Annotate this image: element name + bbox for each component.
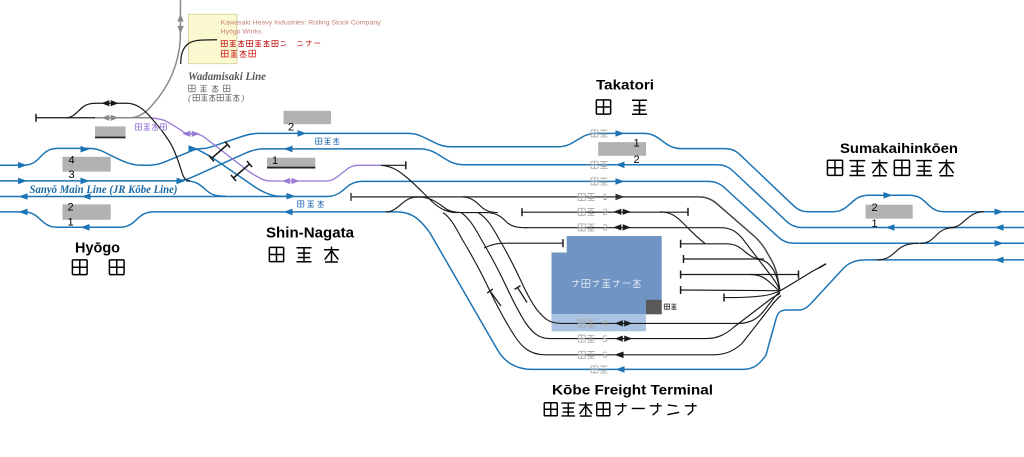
svg-text:(: ( [188,93,192,103]
svg-text:1: 1 [633,138,639,150]
svg-text:Hyōgo Works: Hyōgo Works [221,28,263,35]
svg-text:4: 4 [68,155,74,167]
svg-text:2: 2 [871,202,877,214]
svg-text:3: 3 [603,223,608,233]
svg-text:3: 3 [68,169,74,181]
svg-text:Takatori: Takatori [596,78,654,93]
svg-text:Shin-Nagata: Shin-Nagata [266,226,355,242]
svg-text:1: 1 [603,192,608,202]
svg-text:4: 4 [603,319,608,329]
svg-text:2: 2 [288,122,294,134]
svg-text:Wadamisaki Line: Wadamisaki Line [188,71,266,83]
svg-text:Kawasaki Heavy Industries: Rol: Kawasaki Heavy Industries: Rolling Stock… [221,19,382,26]
svg-text:): ) [241,93,245,103]
svg-text:2: 2 [67,202,73,214]
svg-text:Sumakaihinkōen: Sumakaihinkōen [840,141,958,156]
svg-text:Sanyō Main Line (JR Kōbe Line): Sanyō Main Line (JR Kōbe Line) [30,184,178,196]
svg-text:6: 6 [603,350,608,360]
svg-text:2: 2 [633,154,639,166]
svg-text:Hyōgo: Hyōgo [75,241,120,257]
svg-text:5: 5 [603,334,608,344]
svg-text:1: 1 [272,155,278,167]
svg-text:2: 2 [603,207,608,217]
svg-text:Kōbe Freight Terminal: Kōbe Freight Terminal [552,383,713,398]
svg-text:1: 1 [67,216,73,228]
svg-text:1: 1 [871,218,877,230]
